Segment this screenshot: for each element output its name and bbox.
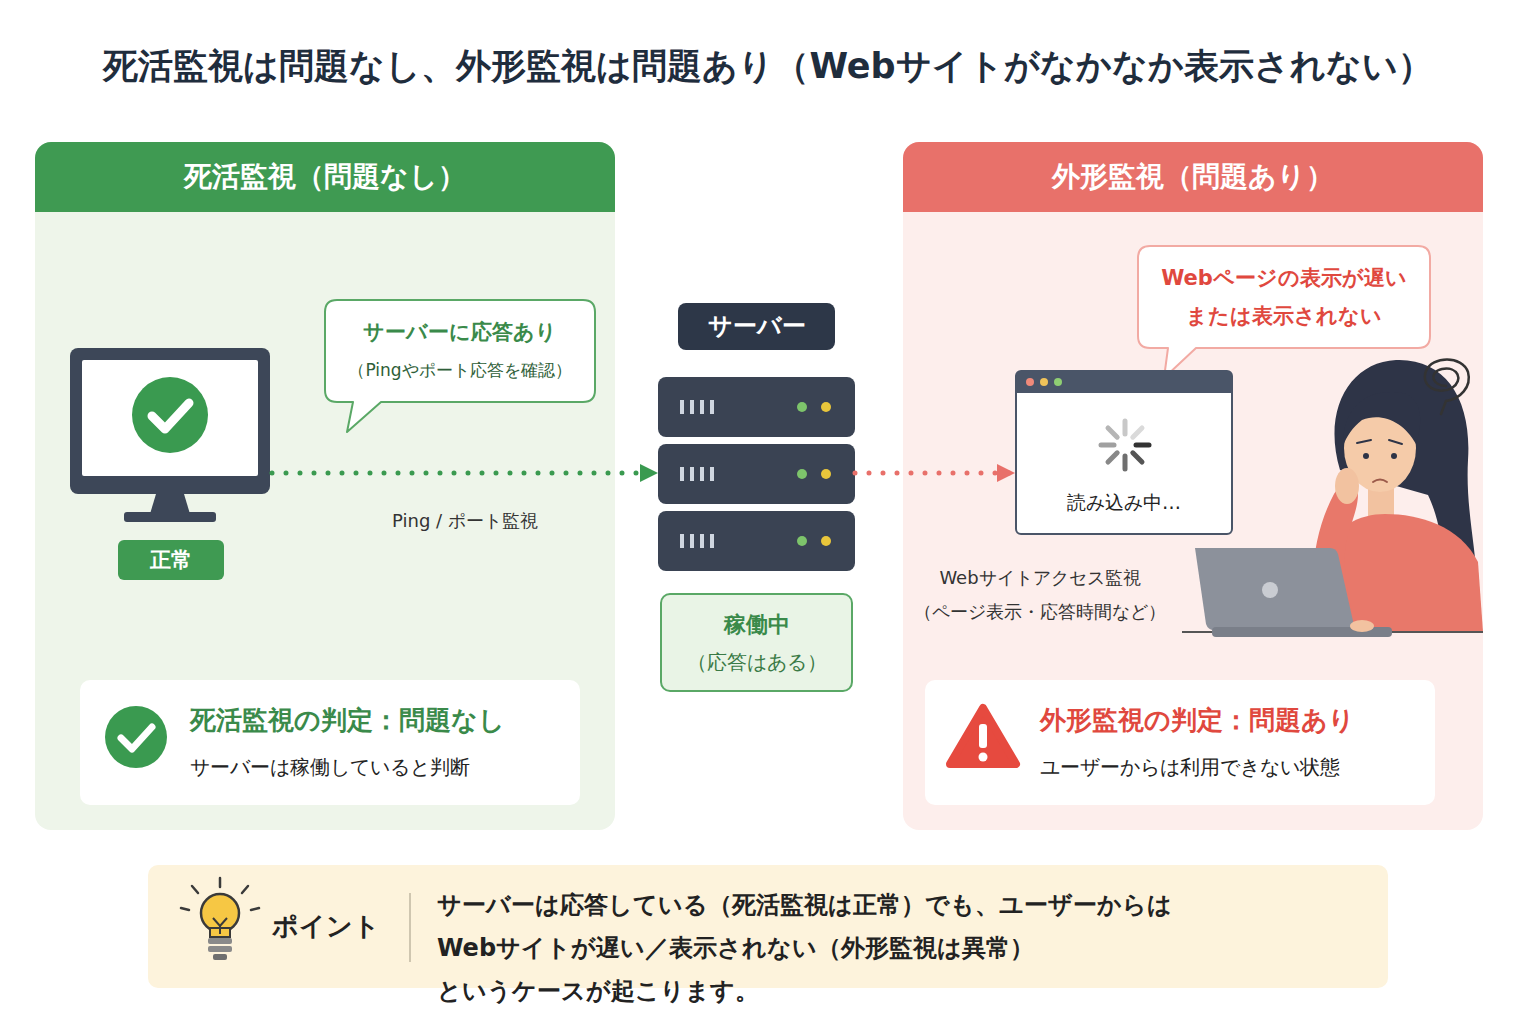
server-illustration bbox=[821, 402, 831, 412]
server-illustration bbox=[797, 402, 807, 412]
status-title: 稼働中 bbox=[662, 611, 851, 640]
server-illustration bbox=[797, 536, 807, 546]
server-node: サーバー bbox=[658, 303, 855, 571]
server-illustration bbox=[710, 467, 714, 481]
external-panel: 外形監視（問題あり） Webページの表示が遅い または表示されない読み込み中… 外形… bbox=[903, 142, 1483, 830]
verdict-text: サーバーは稼働していると判断 bbox=[190, 754, 470, 780]
server-illustration bbox=[700, 534, 704, 548]
verdict-title: 死活監視の判定：問題なし bbox=[190, 704, 505, 738]
server-illustration bbox=[658, 444, 855, 504]
server-illustration bbox=[700, 400, 704, 414]
monitor-note: Webサイトアクセス監視（ページ表示・応答時間など） bbox=[905, 561, 1175, 629]
monitor-panel: 死活監視（問題なし） サーバーに応答あり （Pingやポート応答を確認） 正常死活監視… bbox=[35, 142, 615, 830]
speech-bubble: サーバーに応答あり （Pingやポート応答を確認） bbox=[325, 300, 595, 434]
server-illustration bbox=[821, 469, 831, 479]
status-box: 稼働中 （応答はある） bbox=[660, 593, 853, 692]
verdict-title: 外形監視の判定：問題あり bbox=[1040, 704, 1355, 738]
verdict-box: 死活監視の判定：問題なしサーバーは稼働していると判断 bbox=[80, 680, 580, 805]
loading-text: 読み込み中… bbox=[1017, 490, 1231, 515]
browser-window: 読み込み中… bbox=[1015, 370, 1233, 535]
diagram-title: 死活監視は問題なし、外形監視は問題あり（Webサイトがなかなか表示されない） bbox=[0, 44, 1536, 90]
bubble-note: （Pingやポート応答を確認） bbox=[325, 359, 595, 381]
bubble-heading: サーバーに応答あり bbox=[325, 319, 595, 346]
bubble-outline bbox=[325, 300, 595, 432]
server-illustration bbox=[710, 534, 714, 548]
speech-bubble: Webページの表示が遅い または表示されない bbox=[1138, 246, 1430, 380]
server-illustration bbox=[700, 467, 704, 481]
verdict-box: 外形監視の判定：問題ありユーザーからは利用できない状態 bbox=[925, 680, 1435, 805]
server-illustration bbox=[658, 377, 855, 437]
point-heading: ポイント bbox=[272, 910, 380, 944]
bubble-heading: Webページの表示が遅い または表示されない bbox=[1138, 259, 1430, 335]
status-note: （応答はある） bbox=[662, 649, 851, 675]
server-illustration bbox=[690, 467, 694, 481]
server-illustration bbox=[690, 400, 694, 414]
panel-header: 死活監視（問題なし） bbox=[35, 142, 615, 212]
server-illustration bbox=[710, 400, 714, 414]
server-illustration bbox=[680, 534, 684, 548]
verdict-text: ユーザーからは利用できない状態 bbox=[1040, 754, 1340, 780]
point-text: サーバーは応答している（死活監視は正常）でも、ユーザーからは Webサイトが遅い… bbox=[437, 884, 1337, 1013]
server-label: サーバー bbox=[678, 303, 835, 350]
server-illustration bbox=[658, 377, 855, 571]
panel-header: 外形監視（問題あり） bbox=[903, 142, 1483, 212]
server-illustration bbox=[658, 511, 855, 571]
point-box: ポイントサーバーは応答している（死活監視は正常）でも、ユーザーからは Webサイ… bbox=[148, 865, 1388, 988]
monitor-icon: 正常 bbox=[70, 348, 272, 582]
status-badge: 正常 bbox=[118, 540, 224, 580]
server-illustration bbox=[680, 467, 684, 481]
server-illustration bbox=[690, 534, 694, 548]
server-illustration bbox=[797, 469, 807, 479]
edge-label: Ping / ポート監視 bbox=[392, 509, 538, 532]
server-illustration bbox=[821, 536, 831, 546]
server-illustration bbox=[680, 400, 684, 414]
bubble-outline bbox=[1138, 246, 1430, 378]
